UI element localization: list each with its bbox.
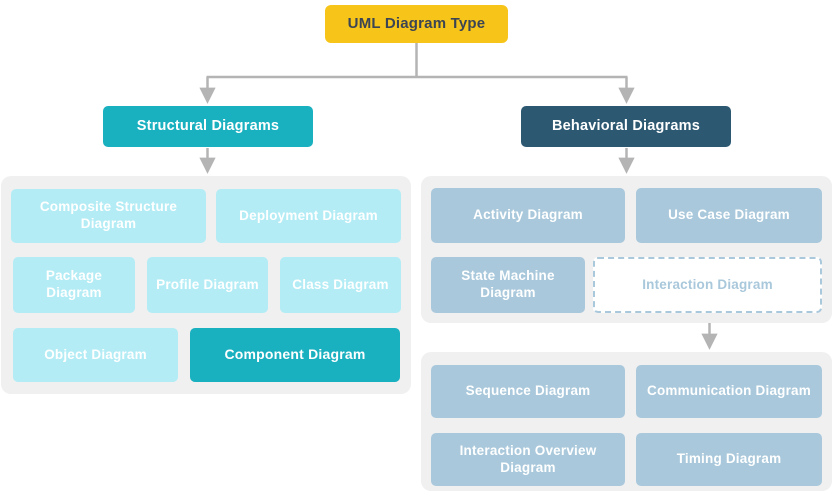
node-communication-diagram: Communication Diagram (636, 365, 822, 418)
node-uml-diagram-type: UML Diagram Type (325, 5, 508, 43)
node-deployment-diagram: Deployment Diagram (216, 189, 401, 243)
node-object-diagram: Object Diagram (13, 328, 178, 382)
node-timing-diagram: Timing Diagram (636, 433, 822, 486)
node-package-diagram: Package Diagram (13, 257, 135, 313)
node-structural-diagrams: Structural Diagrams (103, 106, 313, 147)
node-state-machine-diagram: State Machine Diagram (431, 257, 585, 313)
node-interaction-overview-diagram: Interaction Overview Diagram (431, 433, 625, 486)
node-behavioral-diagrams: Behavioral Diagrams (521, 106, 731, 147)
node-composite-structure-diagram: Composite Structure Diagram (11, 189, 206, 243)
node-interaction-diagram: Interaction Diagram (593, 257, 822, 313)
node-activity-diagram: Activity Diagram (431, 188, 625, 243)
node-component-diagram: Component Diagram (190, 328, 400, 382)
node-class-diagram: Class Diagram (280, 257, 401, 313)
node-profile-diagram: Profile Diagram (147, 257, 268, 313)
node-sequence-diagram: Sequence Diagram (431, 365, 625, 418)
node-use-case-diagram: Use Case Diagram (636, 188, 822, 243)
